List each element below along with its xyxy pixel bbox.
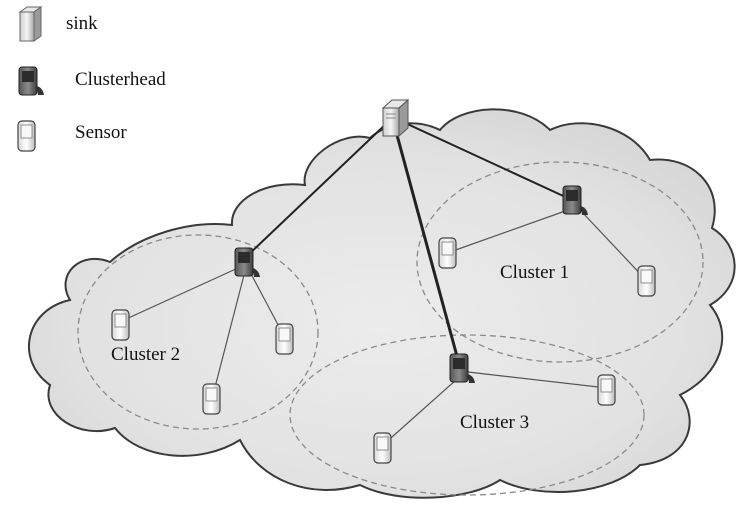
sensor-c3-b [373,432,392,464]
link-ch3-s3a [467,371,608,389]
cluster-2-boundary [77,234,319,430]
legend-sensor-label: Sensor [75,122,127,143]
cluster-3-label: Cluster 3 [460,412,529,433]
link-ch1-s1a [449,209,569,253]
sensor-c1-a [438,237,457,269]
sensor-c2-c [202,383,221,415]
sensor-c3-a [597,374,616,406]
cluster-links [123,209,647,446]
clusterhead-2 [234,247,260,277]
link-sink-ch3 [395,134,460,361]
legend-sink-label: sink [66,13,98,34]
sensor-c2-b [275,323,294,355]
legend-sink-icon [18,6,43,42]
legend-clusterhead-icon [18,66,44,96]
sink-node [381,98,410,138]
link-ch2-s2c [212,274,245,396]
legend-sensor-icon [17,120,36,152]
link-sink-ch2 [245,121,389,258]
link-ch1-s1b [581,211,647,281]
link-sink-ch1 [402,121,573,201]
clusterhead-3 [449,353,475,383]
sensor-c1-b [637,265,656,297]
cluster-1-label: Cluster 1 [500,262,569,283]
legend-clusterhead-label: Clusterhead [75,69,166,90]
cluster-3-boundary [289,334,645,496]
sensor-nodes [111,237,656,464]
clusterhead-1 [562,185,588,215]
cluster-2-label: Cluster 2 [111,344,180,365]
link-ch2-s2a [123,267,239,321]
link-ch3-s3b [382,379,457,446]
sensor-c2-a [111,309,130,341]
cluster-1-boundary [416,161,704,363]
